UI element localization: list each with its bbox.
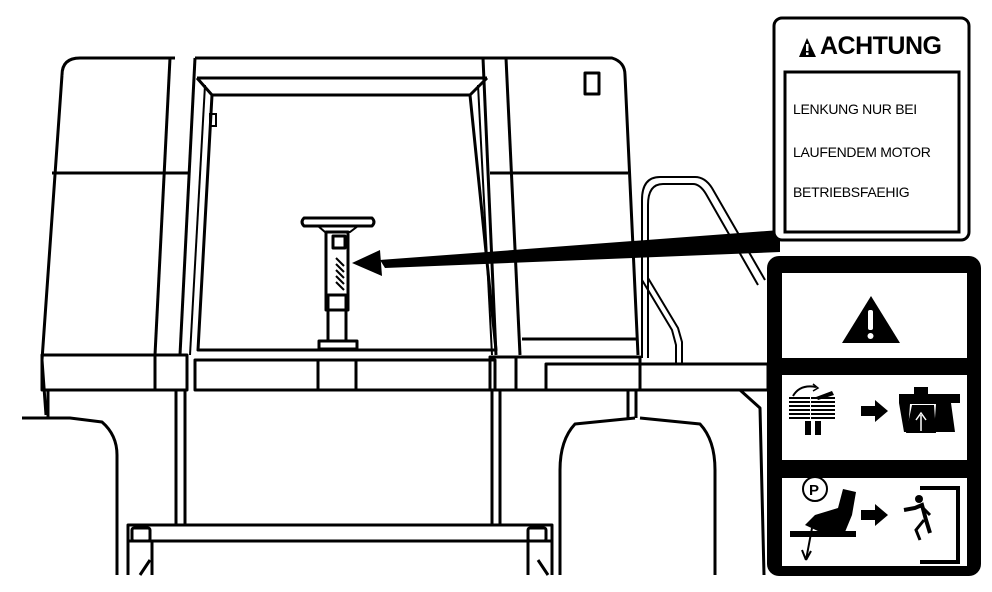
steering-to-engine-running-icon [789, 383, 960, 435]
parking-brake-to-exit-icon: P [790, 476, 960, 564]
bottom-frame [126, 523, 554, 576]
achtung-label-frame [772, 16, 971, 242]
cab-window [189, 56, 500, 392]
warning-line-1: LENKUNG NUR BEI [793, 101, 917, 117]
svg-text:P: P [809, 482, 819, 499]
right-cab-panel [481, 56, 770, 576]
handrail [641, 176, 766, 364]
warning-line-3: BETRIEBSFAEHIG [793, 184, 910, 200]
steering-column [300, 216, 376, 351]
warning-triangle-icon [842, 296, 900, 343]
left-cab-panel [22, 56, 197, 575]
warning-line-2: LAUFENDEM MOTOR [793, 144, 931, 160]
warning-title: ACHTUNG [820, 32, 942, 60]
callout-arrow [352, 230, 780, 276]
